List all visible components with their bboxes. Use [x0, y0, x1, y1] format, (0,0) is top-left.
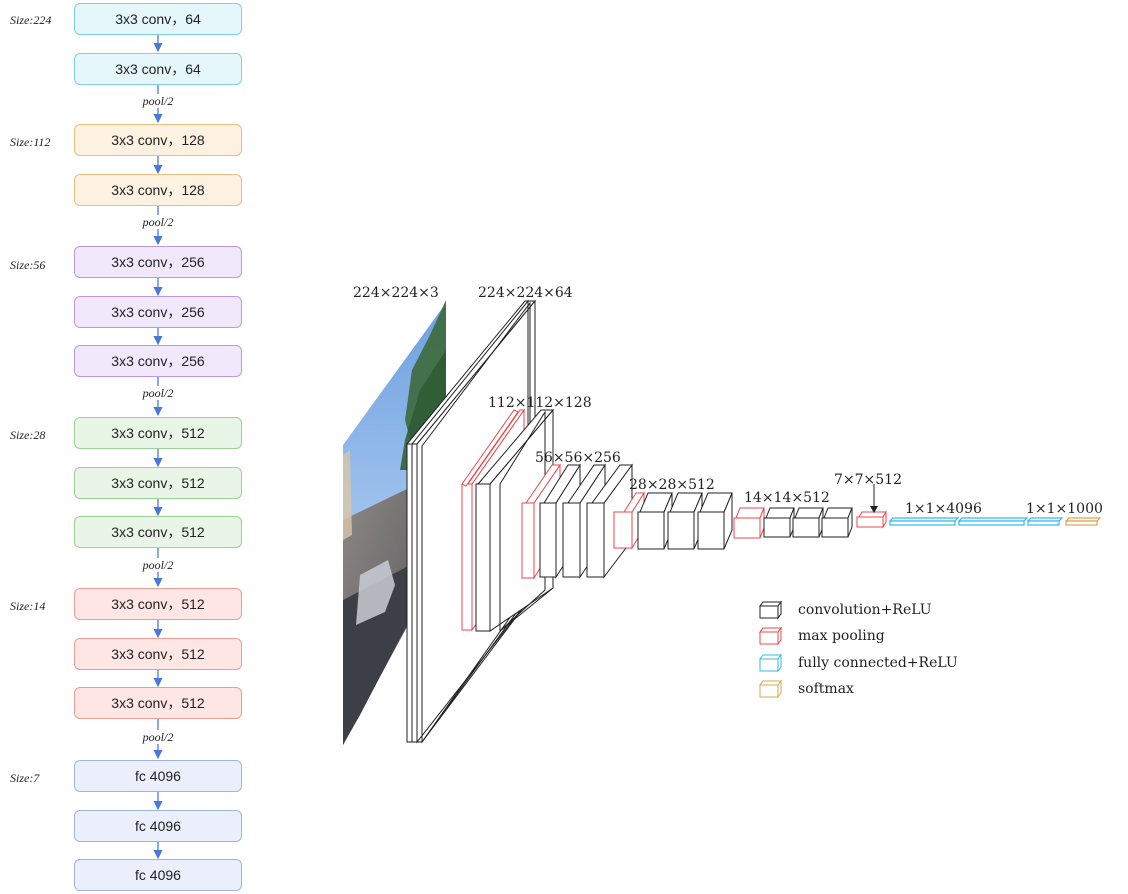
dim-label-1000: 1×1×1000	[1026, 501, 1103, 517]
dim-label-input: 224×224×3	[353, 285, 439, 301]
pool-label: pool/2	[126, 558, 190, 572]
dim-label-224: 224×224×64	[478, 285, 573, 301]
size-label-56: Size:56	[10, 258, 46, 272]
conv-block-512-3: 3x3 conv，512	[74, 516, 242, 548]
conv-block-64-2: 3x3 conv，64	[74, 53, 242, 85]
legend-swatch-softmax	[759, 679, 782, 699]
pool-label: pool/2	[126, 386, 190, 400]
conv-block-64-1: 3x3 conv，64	[74, 3, 242, 35]
size-label-7: Size:7	[10, 771, 40, 785]
conv-block-512-4: 3x3 conv，512	[74, 588, 242, 620]
dim-label-56: 56×56×256	[535, 450, 621, 466]
legend-swatch-conv	[759, 600, 782, 620]
softmax-layer	[1064, 517, 1102, 526]
conv-block-512-6: 3x3 conv，512	[74, 687, 242, 719]
conv-block-512-1: 3x3 conv，512	[74, 417, 242, 449]
fc-block-2: fc 4096	[74, 810, 242, 842]
pool-layer-4	[733, 507, 765, 539]
size-label-28: Size:28	[10, 428, 46, 442]
pool-label: pool/2	[126, 94, 190, 108]
conv-layer-56	[539, 463, 633, 579]
size-label-14: Size:14	[10, 599, 46, 613]
size-label-112: Size:112	[10, 135, 51, 149]
conv-block-128-2: 3x3 conv，128	[74, 174, 242, 206]
pool-layer-5	[856, 510, 887, 529]
fc-block-1: fc 4096	[74, 760, 242, 792]
pool-label: pool/2	[126, 215, 190, 229]
conv-layer-14	[763, 507, 853, 538]
legend-label-conv: convolution+ReLU	[798, 602, 932, 618]
conv-block-128-1: 3x3 conv，128	[74, 124, 242, 156]
arrow-head	[870, 506, 878, 513]
conv-block-256-2: 3x3 conv，256	[74, 296, 242, 328]
dim-label-4096: 1×1×4096	[905, 501, 982, 517]
legend-label-fc: fully connected+ReLU	[798, 655, 958, 671]
conv-block-256-1: 3x3 conv，256	[74, 246, 242, 278]
pool-label: pool/2	[126, 730, 190, 744]
conv-layer-28	[637, 492, 733, 550]
dim-label-112: 112×112×128	[488, 395, 592, 411]
dim-label-14: 14×14×512	[744, 490, 830, 506]
legend-swatch-pool	[759, 626, 782, 646]
conv-block-256-3: 3x3 conv，256	[74, 345, 242, 377]
legend: convolution+ReLU max pooling fully conne…	[759, 600, 958, 699]
fc-block-3: fc 4096	[74, 859, 242, 891]
dim-label-28: 28×28×512	[629, 477, 715, 493]
legend-label-pool: max pooling	[798, 628, 885, 644]
conv-block-512-5: 3x3 conv，512	[74, 638, 242, 670]
size-label-224: Size:224	[10, 13, 52, 27]
conv-block-512-2: 3x3 conv，512	[74, 467, 242, 499]
dim-label-7: 7×7×512	[834, 472, 902, 488]
fc-layers	[888, 517, 1064, 526]
legend-label-softmax: softmax	[798, 681, 854, 697]
legend-swatch-fc	[759, 653, 782, 673]
